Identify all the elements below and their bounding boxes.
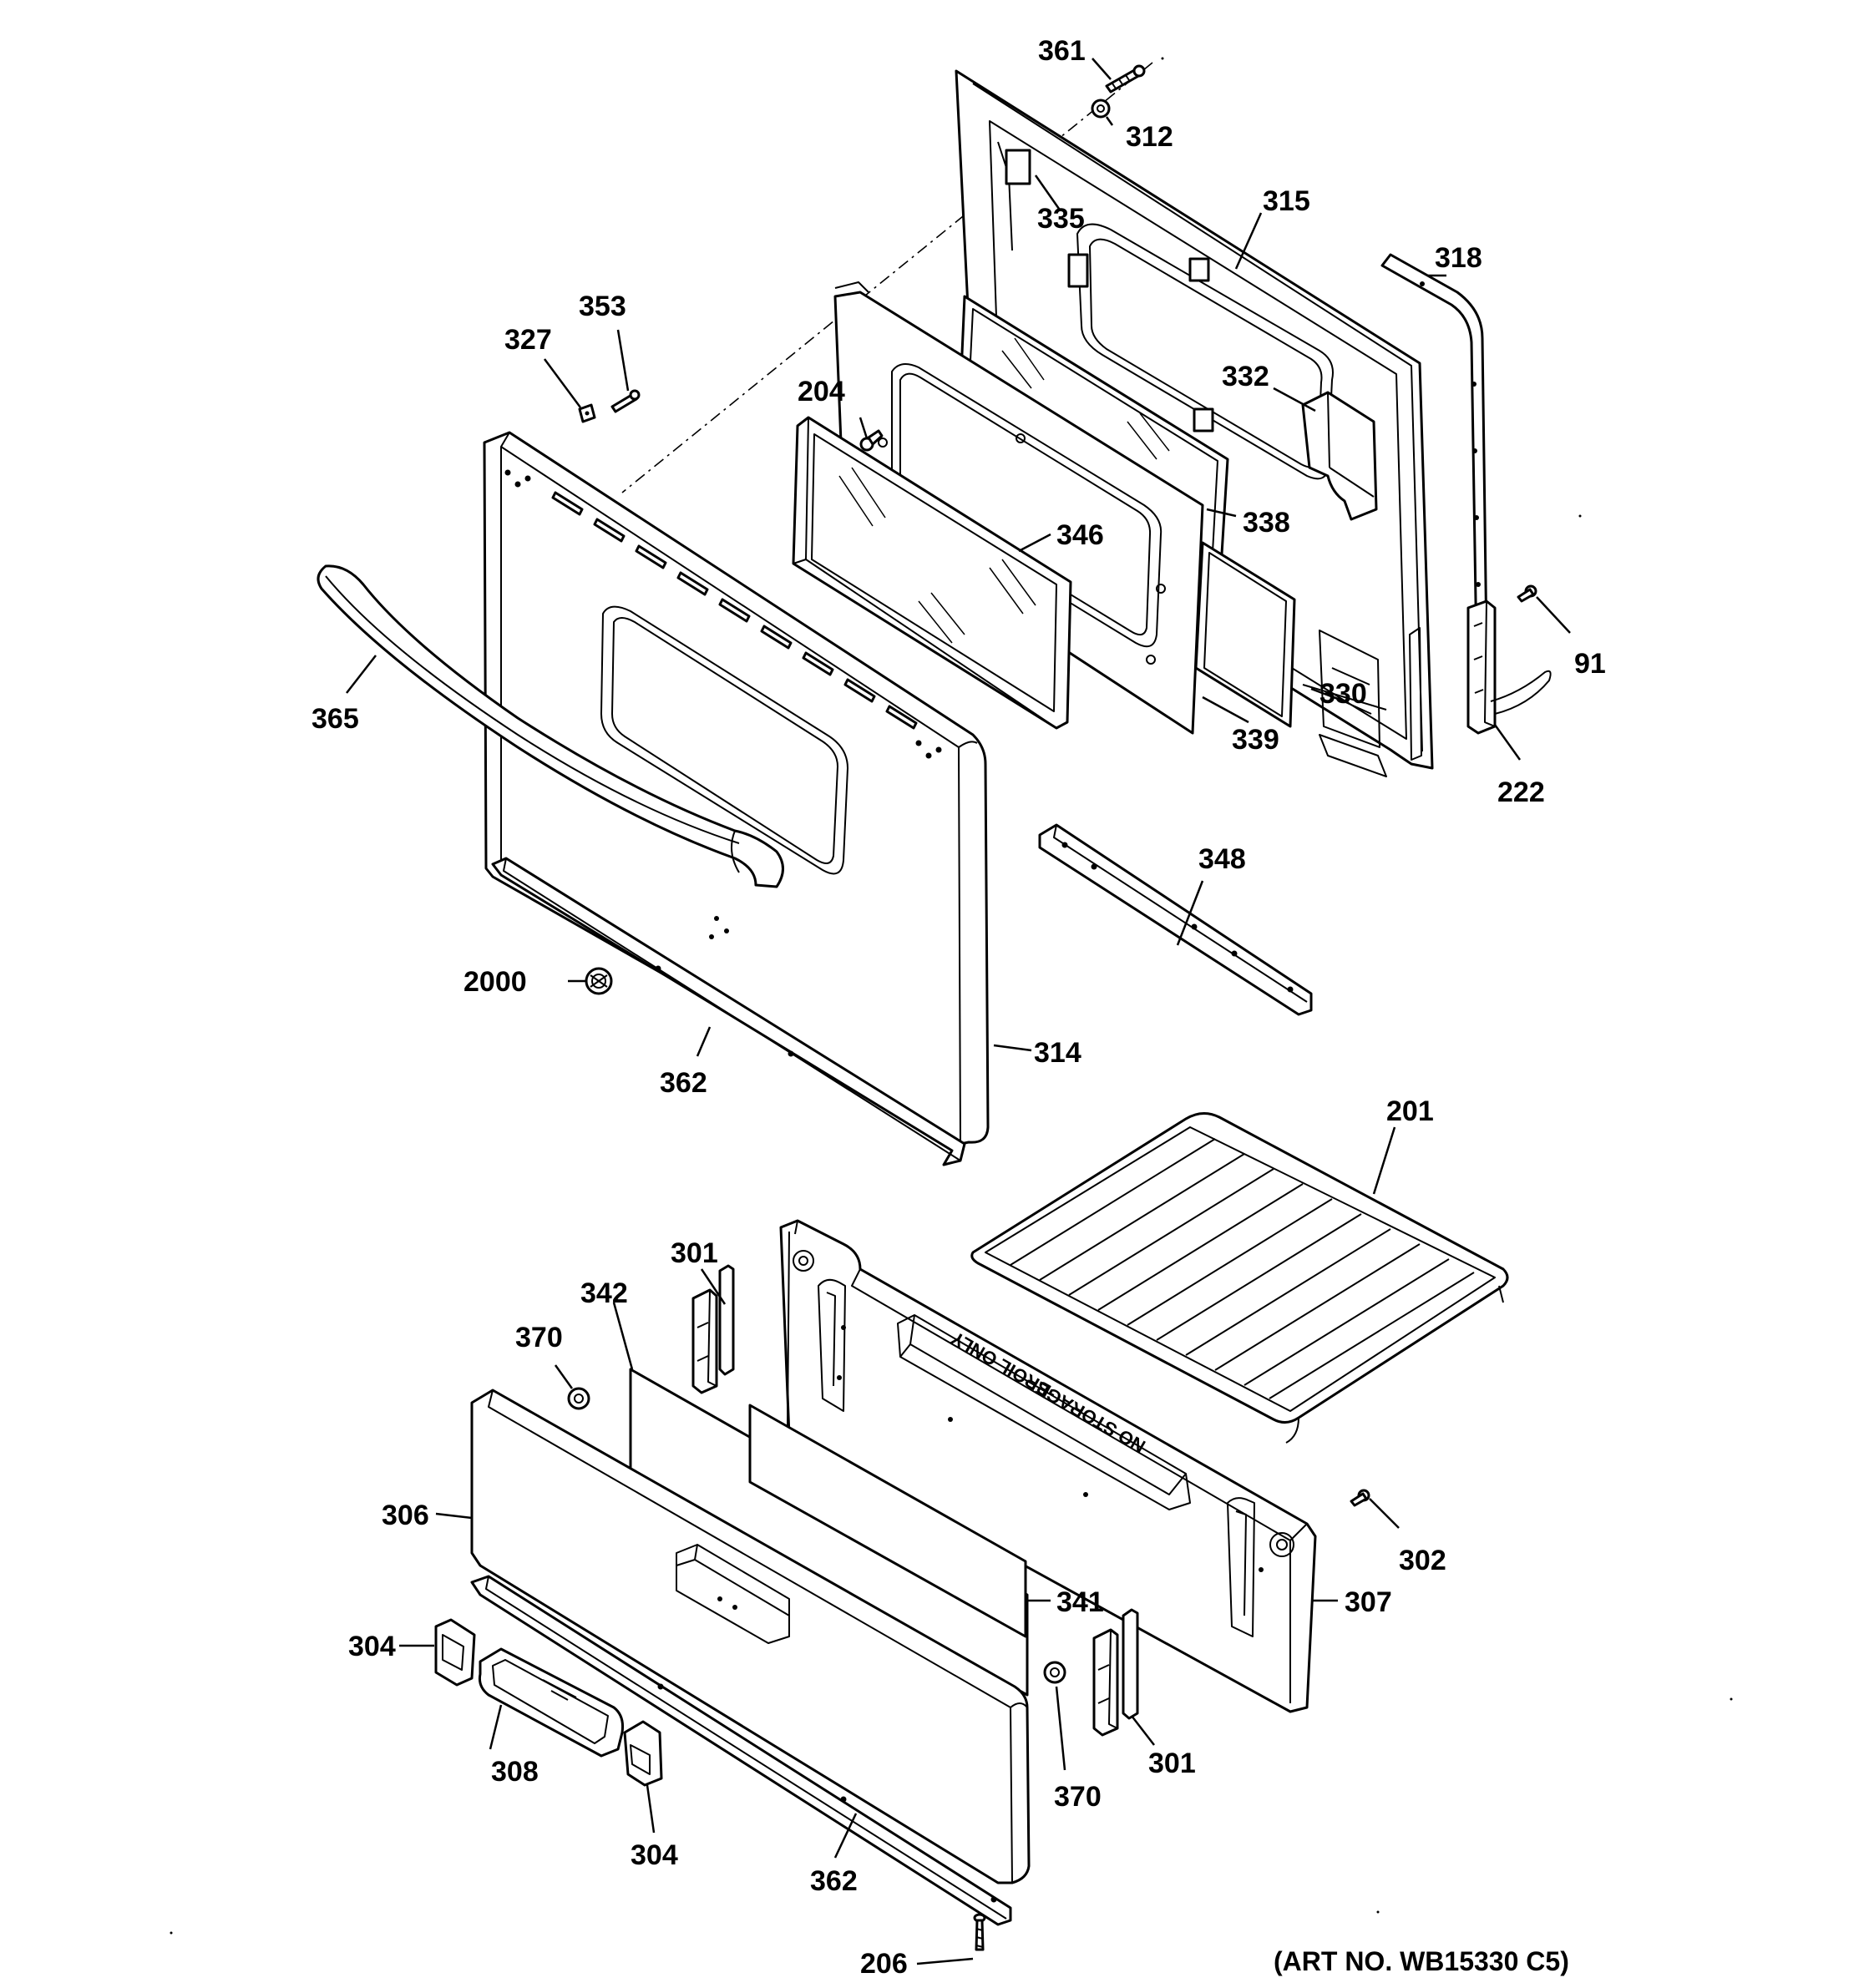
callout-308: 308	[491, 1756, 539, 1788]
part-314-outer-door	[483, 431, 990, 1146]
part-301-slide-bracket-lower	[1092, 1608, 1139, 1737]
part-362-trim-strip-upper	[491, 857, 966, 1166]
part-302-screw	[1350, 1489, 1370, 1507]
part-2000-grommet	[585, 967, 613, 995]
stray-dot	[1161, 57, 1164, 60]
part-362-trim-strip-lower	[470, 1575, 1012, 1926]
callout-201: 201	[1386, 1095, 1434, 1127]
part-346-outer-glass	[792, 416, 1072, 730]
callout-370-upper: 370	[515, 1322, 563, 1353]
stray-dot	[1730, 1697, 1733, 1701]
part-335-bracket	[1005, 149, 1031, 185]
latch-slot-lower	[1193, 407, 1214, 433]
callout-307: 307	[1345, 1586, 1392, 1618]
callout-2000: 2000	[463, 966, 527, 998]
callout-339: 339	[1232, 724, 1279, 756]
callout-314: 314	[1034, 1037, 1081, 1069]
part-206-screw	[973, 1913, 986, 1951]
callout-362-upper: 362	[660, 1067, 707, 1099]
part-365-door-handle	[317, 564, 784, 888]
latch-slot	[1188, 257, 1210, 282]
part-304-bracket-right	[623, 1720, 663, 1787]
art-number: (ART NO. WB15330 C5)	[1274, 1946, 1569, 1976]
callout-335: 335	[1037, 203, 1085, 235]
part-332-insulation	[1301, 391, 1378, 521]
callout-315: 315	[1263, 185, 1310, 217]
part-361-screw	[1105, 64, 1146, 94]
callout-348: 348	[1198, 843, 1246, 875]
alignment-line-upper	[621, 62, 1153, 493]
callout-361: 361	[1038, 35, 1086, 67]
callout-330: 330	[1319, 678, 1367, 710]
part-353-screw	[610, 389, 641, 413]
part-301-slide-bracket-upper	[691, 1264, 735, 1394]
callout-365: 365	[312, 703, 359, 735]
stray-dot	[1578, 514, 1582, 518]
callout-301-upper: 301	[671, 1237, 718, 1269]
callout-341: 341	[1056, 1586, 1104, 1618]
part-91-screw	[1517, 584, 1537, 603]
callout-338: 338	[1243, 507, 1290, 539]
stray-dot	[1376, 1910, 1380, 1914]
callout-304-left: 304	[348, 1631, 396, 1662]
part-304-bracket-left	[434, 1618, 476, 1687]
callout-332: 332	[1222, 361, 1269, 392]
callout-370-lower: 370	[1054, 1781, 1102, 1813]
callout-306: 306	[382, 1500, 429, 1531]
callout-353: 353	[579, 291, 626, 322]
part-348-door-rail	[1038, 823, 1313, 1016]
part-312-washer	[1091, 99, 1111, 119]
callout-346: 346	[1056, 519, 1104, 551]
part-201-broiler-rack	[970, 1112, 1509, 1444]
callout-312: 312	[1126, 121, 1173, 153]
callout-301-lower: 301	[1148, 1748, 1196, 1779]
callout-327: 327	[504, 324, 552, 356]
callout-304-right: 304	[631, 1839, 678, 1871]
callout-222: 222	[1497, 776, 1545, 808]
part-370-grommet-lower	[1043, 1661, 1066, 1684]
callout-204: 204	[798, 376, 845, 407]
callout-318: 318	[1435, 242, 1482, 274]
callout-206: 206	[860, 1948, 908, 1980]
callout-362-lower: 362	[810, 1865, 858, 1897]
part-341-insulation-sheet	[748, 1404, 1027, 1638]
callout-91: 91	[1574, 648, 1606, 680]
vent-slots	[551, 491, 918, 730]
part-327-clip-nut	[578, 403, 596, 423]
part-306-drawer-front	[470, 1389, 1031, 1884]
callout-labels: 361 312 335 315 318 353 327 332 204 338 …	[312, 35, 1606, 1980]
callout-342: 342	[580, 1277, 628, 1309]
callout-302: 302	[1399, 1545, 1446, 1576]
stray-dot	[170, 1931, 173, 1935]
part-308-handle-bracket	[479, 1647, 624, 1758]
part-370-grommet-upper	[567, 1387, 590, 1410]
leader-lines	[346, 58, 1571, 1965]
